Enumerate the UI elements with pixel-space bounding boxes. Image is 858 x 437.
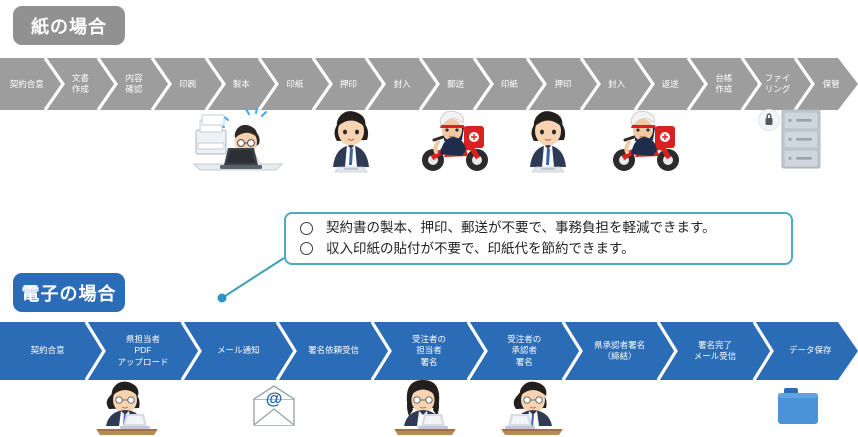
postal-delivery-rider-on-scooter-illustration-1 — [420, 106, 494, 176]
circle-bullet-icon — [300, 242, 313, 256]
woman-working-at-laptop-illustration — [390, 378, 460, 436]
svg-text:@: @ — [266, 389, 283, 408]
electronic-flow-step-9: データ保存 — [763, 322, 858, 380]
callout-line-2-text: 収入印紙の貼付が不要で、印紙代を節約できます。 — [326, 240, 635, 256]
blue-folder-illustration — [772, 386, 824, 428]
man-working-at-laptop-illustration-2 — [497, 378, 567, 436]
paper-flow-step-10: 印紙 — [483, 58, 537, 110]
paper-flow-step-15-label: ファイ リング — [764, 73, 791, 94]
paper-flow-step-5: 製本 — [215, 58, 269, 110]
callout-line-2: 収入印紙の貼付が不要で、印紙代を節約できます。 — [300, 239, 781, 259]
benefits-callout-box: 契約書の製本、押印、郵送が不要で、事務負担を軽減できます。 収入印紙の貼付が不要… — [284, 212, 793, 265]
paper-flow-step-6: 印紙 — [268, 58, 322, 110]
paper-flow-step-2: 文書 作成 — [54, 58, 108, 110]
electronic-flow-step-8-label: 署名完了 メール受信 — [693, 339, 737, 361]
electronic-flow-step-4: 署名依頼受信 — [286, 322, 381, 380]
locked-filing-cabinet-illustration — [758, 104, 830, 176]
businessman-stamping-document-illustration-1 — [327, 105, 375, 177]
paper-flow-step-14-label: 台帳 作成 — [715, 73, 733, 94]
electronic-case-badge-label: 電子の場合 — [21, 283, 117, 304]
email-envelope-at-sign-illustration: @ — [250, 385, 298, 427]
paper-flow-step-13: 返送 — [644, 58, 698, 110]
paper-flow-step-16: 保管 — [804, 58, 858, 110]
paper-case-badge: 紙の場合 — [13, 6, 125, 45]
paper-flow-step-9-label: 郵送 — [447, 78, 465, 89]
paper-flow-step-3-label: 内容 確認 — [125, 73, 143, 94]
electronic-flow-step-1-label: 契約合意 — [30, 345, 65, 356]
paper-flow-step-7-label: 押印 — [340, 78, 358, 89]
callout-line-1: 契約書の製本、押印、郵送が不要で、事務負担を軽減できます。 — [300, 218, 781, 238]
electronic-flow-step-7-label: 県承認者署名 （締結） — [594, 339, 646, 361]
paper-flow-step-8: 封入 — [375, 58, 429, 110]
stressed-office-worker-with-printer-and-laptop-illustration — [192, 108, 284, 178]
paper-flow-step-12-label: 封入 — [608, 78, 626, 89]
electronic-flow-step-8: 署名完了 メール受信 — [667, 322, 762, 380]
businessman-stamping-document-illustration-2 — [524, 105, 572, 177]
paper-flow-step-12: 封入 — [590, 58, 644, 110]
electronic-flow-step-2-label: 県担当者 PDF アップロード — [117, 334, 169, 367]
paper-flow-step-6-label: 印紙 — [286, 78, 304, 89]
paper-process-flow: 契約合意 文書 作成 内容 確認 印刷 製本 印紙 押印 封入 郵送 印紙 押印 封入 返送 台帳 作成 フ… — [0, 58, 858, 110]
paper-flow-step-1: 契約合意 — [0, 58, 54, 110]
paper-flow-step-15: ファイ リング — [751, 58, 805, 110]
paper-flow-step-7: 押印 — [322, 58, 376, 110]
electronic-flow-step-5-label: 受注者の 担当者 署名 — [411, 334, 446, 367]
electronic-flow-step-6-label: 受注者の 承認者 署名 — [507, 334, 542, 367]
electronic-process-flow: 契約合意 県担当者 PDF アップロード メール通知 署名依頼受信 受注者の 担当者 署… — [0, 322, 858, 380]
electronic-flow-step-3: メール通知 — [191, 322, 286, 380]
paper-flow-step-11-label: 押印 — [554, 78, 572, 89]
electronic-flow-step-7: 県承認者署名 （締結） — [572, 322, 667, 380]
paper-flow-step-3: 内容 確認 — [107, 58, 161, 110]
electronic-flow-step-4-label: 署名依頼受信 — [308, 345, 360, 356]
paper-flow-step-16-label: 保管 — [822, 78, 840, 89]
paper-flow-step-11: 押印 — [536, 58, 590, 110]
flow-end-arrow — [836, 322, 858, 380]
paper-flow-step-14: 台帳 作成 — [697, 58, 751, 110]
electronic-flow-step-5: 受注者の 担当者 署名 — [381, 322, 476, 380]
paper-flow-step-4-label: 印刷 — [179, 78, 197, 89]
electronic-flow-step-1: 契約合意 — [0, 322, 95, 380]
circle-bullet-icon — [300, 221, 313, 235]
paper-flow-step-2-label: 文書 作成 — [71, 73, 89, 94]
electronic-flow-step-6: 受注者の 承認者 署名 — [477, 322, 572, 380]
paper-flow-step-9: 郵送 — [429, 58, 483, 110]
paper-flow-step-8-label: 封入 — [393, 78, 411, 89]
paper-case-badge-label: 紙の場合 — [31, 16, 107, 37]
postal-delivery-rider-on-scooter-illustration-2 — [611, 106, 685, 176]
paper-flow-step-13-label: 返送 — [661, 78, 679, 89]
electronic-case-badge: 電子の場合 — [13, 273, 125, 312]
electronic-flow-step-2: 県担当者 PDF アップロード — [95, 322, 190, 380]
callout-connector-line — [217, 257, 285, 303]
paper-flow-step-4: 印刷 — [161, 58, 215, 110]
man-working-at-laptop-illustration-1 — [92, 378, 162, 436]
paper-flow-step-5-label: 製本 — [232, 78, 250, 89]
electronic-flow-step-3-label: メール通知 — [217, 345, 260, 356]
paper-flow-step-10-label: 印紙 — [500, 78, 518, 89]
paper-flow-step-1-label: 契約合意 — [9, 78, 44, 89]
callout-line-1-text: 契約書の製本、押印、郵送が不要で、事務負担を軽減できます。 — [326, 220, 716, 236]
electronic-flow-step-9-label: データ保存 — [789, 345, 832, 356]
